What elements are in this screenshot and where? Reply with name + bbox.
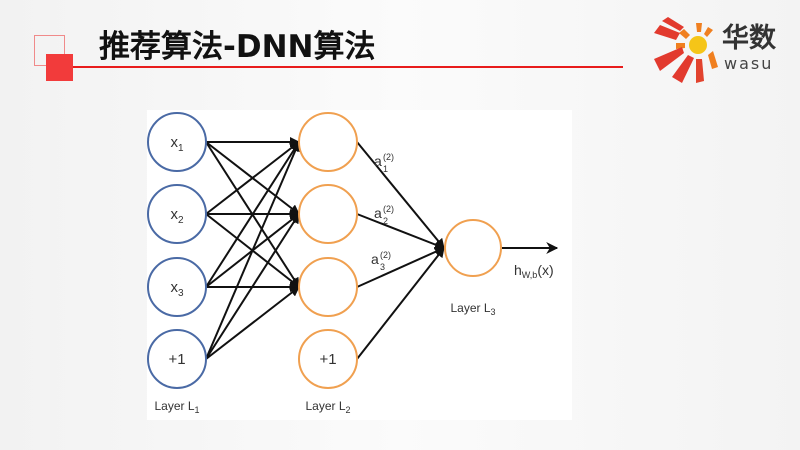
- activation-label-2: a(2) 2: [374, 204, 394, 226]
- nodes-group: [147, 112, 502, 389]
- edge-l1-4-to-l2-3: [205, 286, 300, 360]
- hidden-node-label-4: +1: [319, 351, 336, 368]
- svg-text:3: 3: [380, 262, 385, 272]
- svg-text:(2): (2): [383, 204, 394, 214]
- edge-l2-1-to-l3: [356, 141, 445, 249]
- hidden-node-2: [298, 184, 358, 244]
- svg-text:a: a: [374, 205, 382, 221]
- edges-group: [205, 137, 559, 360]
- wasu-logo-icon: [654, 17, 718, 83]
- input-node-label-1: x1: [170, 134, 184, 154]
- svg-text:a: a: [374, 153, 382, 169]
- hidden-node-3: [298, 257, 358, 317]
- hidden-node-1: [298, 112, 358, 172]
- logo-sun-icon: [689, 36, 707, 54]
- title-decoration-filled-square: [46, 54, 73, 81]
- edge-l1-4-to-l2-1: [205, 141, 301, 360]
- layer-label-2: Layer L2: [305, 399, 350, 415]
- hidden-node-4: [298, 329, 358, 389]
- logo-english-text: wasu: [724, 54, 774, 73]
- slide-title: 推荐算法-DNN算法: [99, 29, 376, 65]
- svg-text:(2): (2): [383, 152, 394, 162]
- edge-l1-2-to-l2-1: [205, 141, 300, 215]
- svg-text:(2): (2): [380, 250, 391, 260]
- edge-l2-4-to-l3: [356, 247, 445, 360]
- activation-label-3: a(2) 3: [371, 250, 391, 272]
- input-node-1: [147, 112, 207, 172]
- svg-text:1: 1: [383, 164, 388, 174]
- layer-label-3: Layer L3: [450, 301, 495, 317]
- input-node-4: [147, 329, 207, 389]
- edge-l1-4-to-l2-2: [205, 213, 300, 360]
- layer-label-1: Layer L1: [154, 399, 199, 415]
- output-label: hW,b(x): [514, 262, 554, 280]
- input-node-2: [147, 184, 207, 244]
- output-node: [444, 219, 502, 277]
- input-node-label-4: +1: [168, 351, 185, 368]
- input-node-label-3: x3: [170, 279, 184, 299]
- edge-l2-3-to-l3: [356, 247, 445, 288]
- title-underline: [73, 66, 623, 68]
- activation-label-1: a(2) 1: [374, 152, 394, 174]
- svg-text:a: a: [371, 251, 379, 267]
- edge-l2-2-to-l3: [356, 213, 445, 250]
- svg-text:2: 2: [383, 216, 388, 226]
- edge-l1-3-to-l2-1: [205, 141, 300, 288]
- input-node-3: [147, 257, 207, 317]
- logo-chinese-text: 华数: [722, 23, 776, 54]
- input-node-label-2: x2: [170, 206, 184, 226]
